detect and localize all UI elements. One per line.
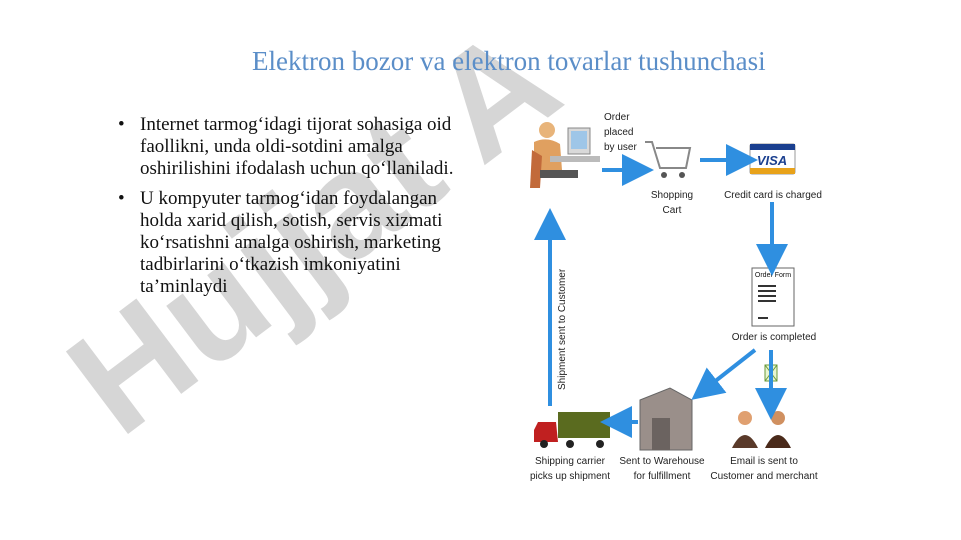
bullet-text: Internet tarmog‘idagi tijorat sohasiga o… — [140, 114, 454, 179]
visa-text: VISA — [757, 153, 787, 168]
bullet-dot: • — [118, 114, 125, 135]
warehouse-label: Sent to Warehouse for fulfillment — [612, 454, 712, 484]
warehouse-line: for fulfillment — [633, 471, 691, 482]
customer-merchant-icon — [732, 411, 791, 448]
email-line: Customer and merchant — [710, 471, 818, 482]
ecommerce-flow-diagram: VISA Order Form — [530, 122, 796, 451]
shipping-line: Shipping carrier — [534, 456, 606, 467]
order-placed-line: by user — [604, 142, 637, 153]
shipping-carrier-label: Shipping carrier picks up shipment — [522, 454, 618, 484]
bullet-item: • U kompyuter tarmog‘idan foydalangan ho… — [118, 188, 478, 298]
order-placed-line: Order — [604, 112, 630, 123]
credit-card-label: Credit card is charged — [724, 190, 822, 201]
flow-arrows — [534, 144, 788, 438]
bullet-text: U kompyuter tarmog‘idan foydalangan hold… — [140, 188, 443, 297]
order-completed-label: Order is completed — [731, 332, 817, 343]
order-form-label: Order Form — [755, 272, 791, 279]
warehouse-line: Sent to Warehouse — [619, 456, 705, 467]
user-computer-icon — [530, 122, 600, 188]
bullet-item: • Internet tarmog‘idagi tijorat sohasiga… — [118, 114, 478, 180]
warehouse-icon — [639, 387, 693, 451]
shopping-cart-icon — [645, 141, 692, 178]
shopping-cart-line: Shopping — [650, 190, 694, 201]
visa-card-icon: VISA — [749, 143, 796, 175]
shopping-cart-line: Cart — [662, 205, 682, 216]
email-line: Email is sent to — [730, 456, 798, 467]
slide-title: Elektron bozor va elektron tovarlar tush… — [252, 46, 766, 76]
shipping-line: picks up shipment — [529, 471, 611, 482]
bullet-list: • Internet tarmog‘idagi tijorat sohasiga… — [118, 114, 478, 306]
email-label: Email is sent to Customer and merchant — [704, 454, 824, 484]
order-placed-line: placed — [604, 127, 634, 138]
truck-icon — [534, 412, 610, 448]
order-form-icon: Order Form — [751, 267, 795, 327]
bullet-dot: • — [118, 188, 125, 209]
order-placed-label: Order placed by user — [604, 110, 637, 155]
shopping-cart-label: Shopping Cart — [640, 188, 704, 218]
shipment-sent-label: Shipment sent to Customer — [557, 268, 568, 390]
